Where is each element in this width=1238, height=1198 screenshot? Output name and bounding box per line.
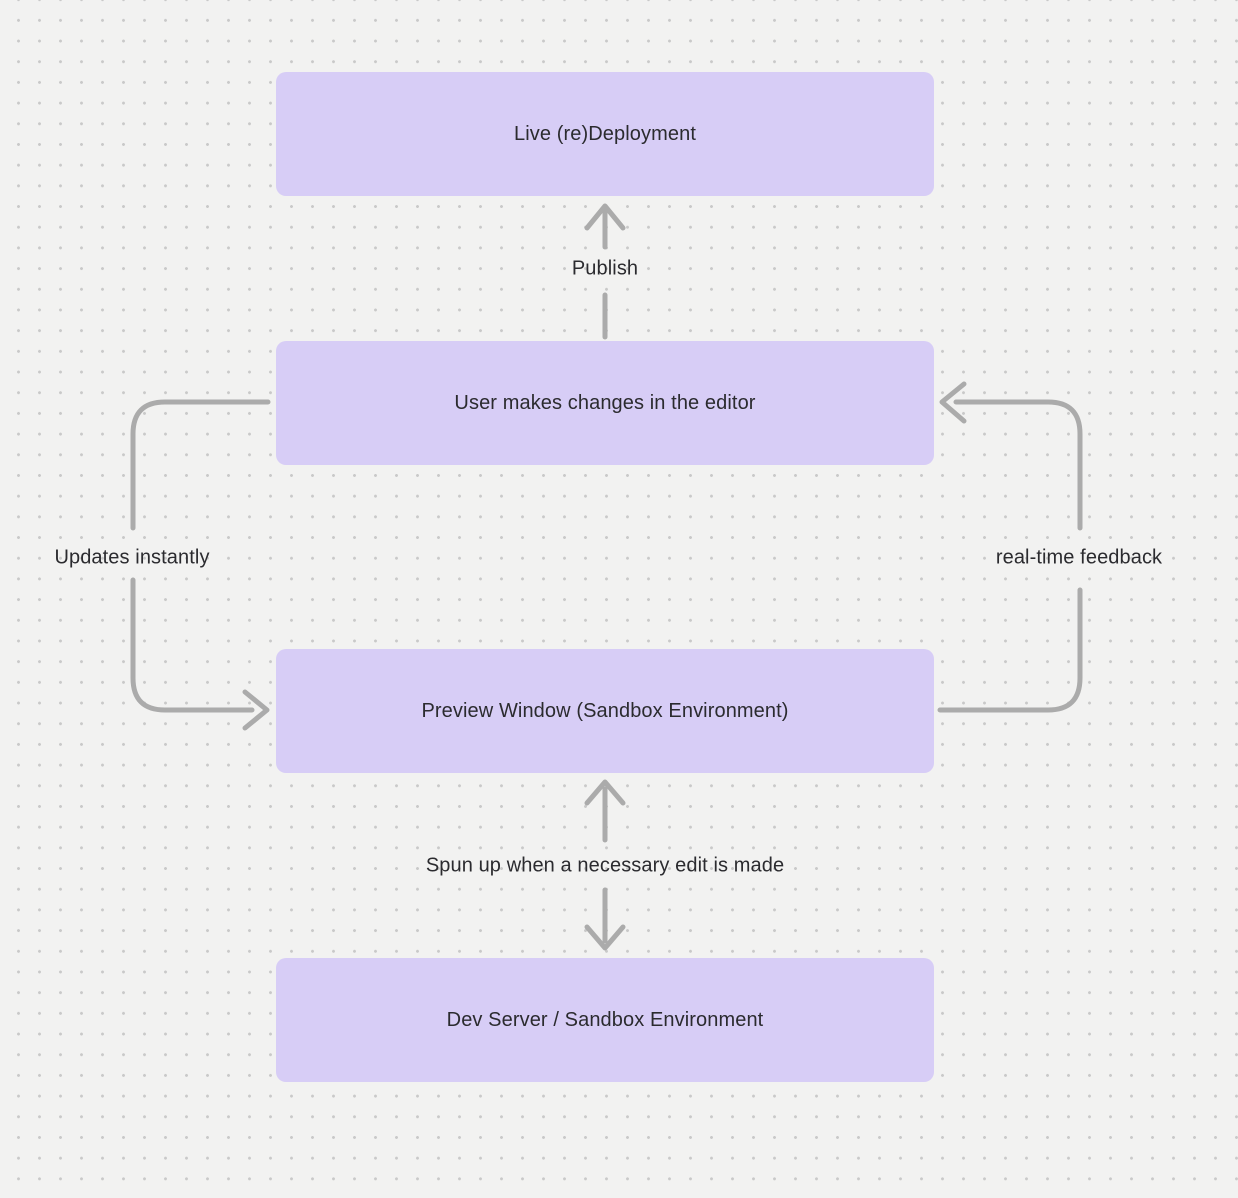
node-dev-server: Dev Server / Sandbox Environment — [276, 958, 934, 1082]
spun-up-connector — [584, 779, 626, 951]
edge-label-real-time-feedback: real-time feedback — [995, 546, 1163, 569]
node-label: User makes changes in the editor — [454, 391, 756, 414]
node-label: Dev Server / Sandbox Environment — [446, 1008, 764, 1031]
arrowhead-left-icon — [939, 381, 967, 424]
arrowhead-up-icon — [584, 779, 626, 806]
edge-label-publish: Publish — [571, 257, 639, 280]
node-label: Preview Window (Sandbox Environment) — [421, 699, 789, 722]
arrowhead-right-icon — [242, 689, 270, 731]
publish-arrow — [584, 203, 626, 340]
edge-label-spun-up: Spun up when a necessary edit is made — [425, 854, 785, 877]
realtime-feedback-connector — [937, 381, 1083, 713]
arrowhead-down-icon — [584, 924, 626, 951]
node-preview-window: Preview Window (Sandbox Environment) — [276, 649, 934, 773]
node-user-makes-changes: User makes changes in the editor — [276, 341, 934, 465]
node-live-redeployment: Live (re)Deployment — [276, 72, 934, 196]
edge-label-updates-instantly: Updates instantly — [54, 546, 210, 569]
updates-instantly-connector — [130, 399, 271, 731]
node-label: Live (re)Deployment — [514, 122, 696, 145]
arrowhead-up-icon — [584, 203, 626, 231]
